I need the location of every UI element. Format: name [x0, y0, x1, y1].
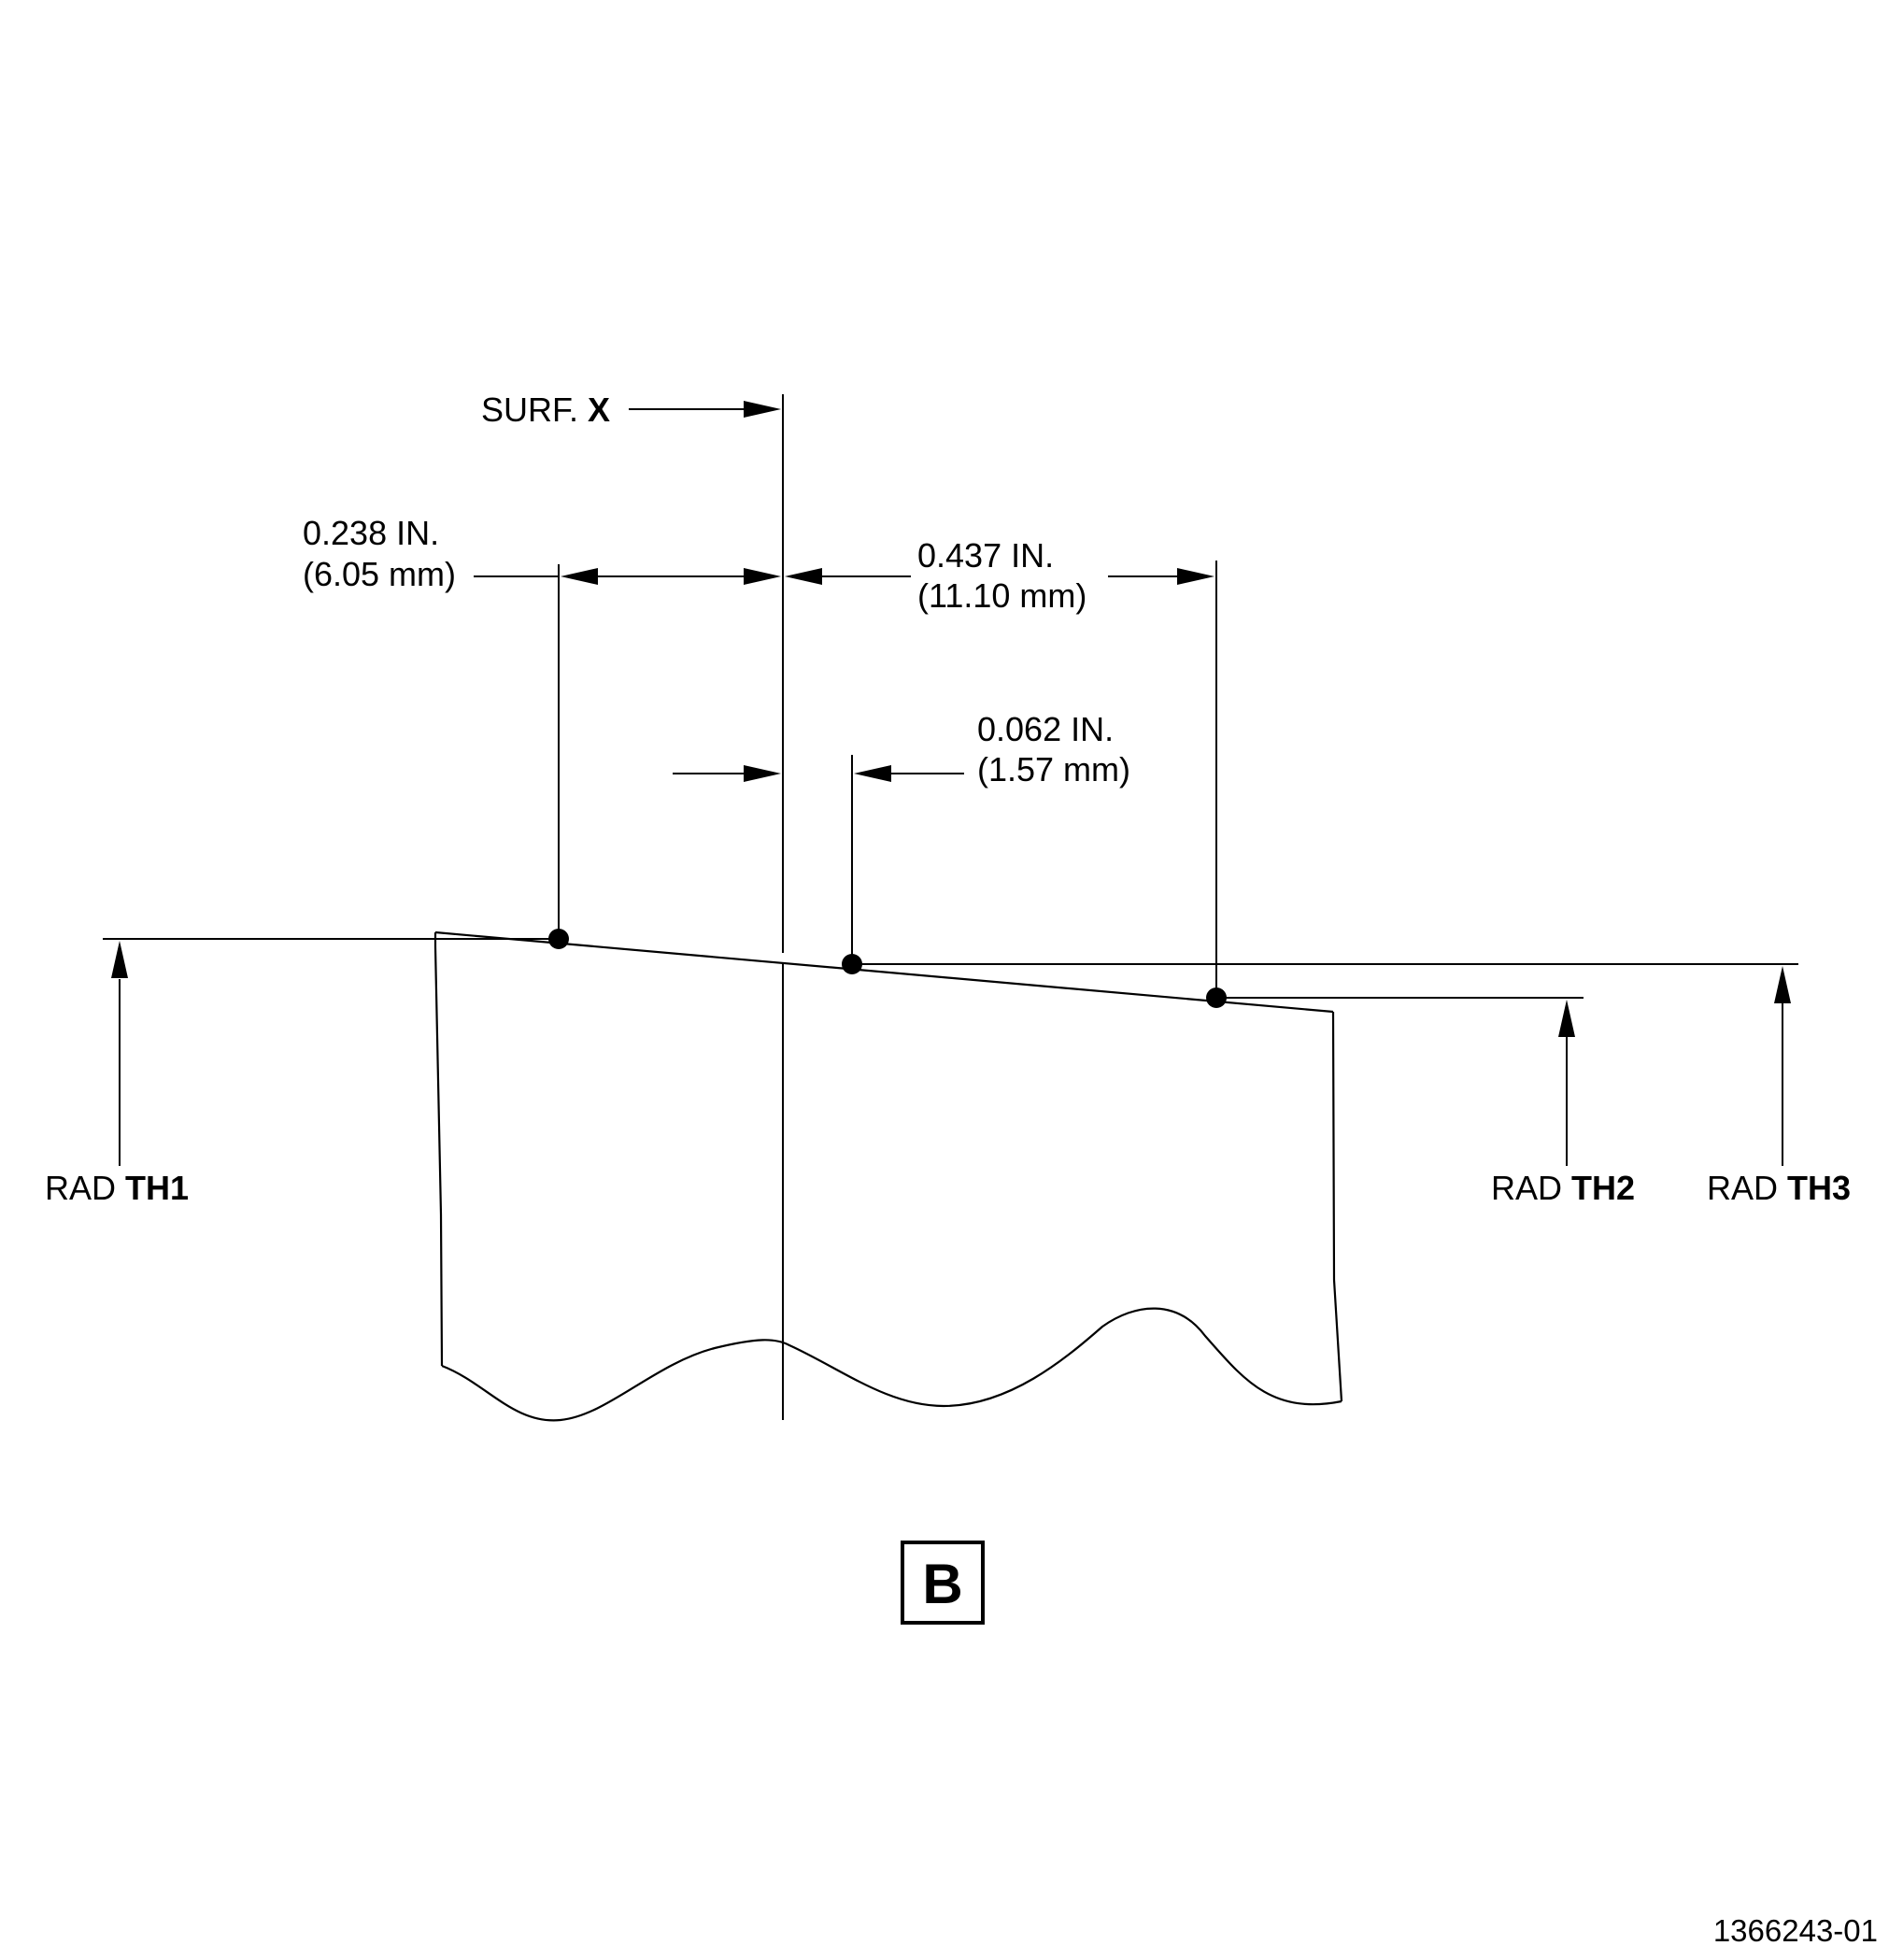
dim-0062-mm-label: (1.57 mm): [977, 750, 1130, 788]
view-label-box: B: [901, 1541, 985, 1625]
rad-th1-leader: [103, 938, 559, 1166]
part-outline: [433, 930, 1343, 1422]
rad-th1-label: RAD TH1: [45, 1169, 189, 1207]
surface-x-leader: [629, 401, 781, 418]
view-letter: B: [922, 1553, 962, 1615]
dim-0437-mm-label: (11.10 mm): [917, 576, 1087, 615]
rad-th3-label: RAD TH3: [1707, 1169, 1851, 1207]
rad-th2-leader: [1216, 997, 1584, 1166]
rad-th2-label: RAD TH2: [1491, 1169, 1635, 1207]
part-break-line: [441, 1307, 1342, 1422]
rad-th3-leader: [852, 963, 1798, 1166]
dim-0238-in-label: 0.238 IN.: [303, 514, 439, 552]
dim-0062-in-label: 0.062 IN.: [977, 710, 1114, 748]
dim-0238-mm-label: (6.05 mm): [303, 555, 456, 593]
dimension-0238: [474, 564, 781, 939]
dimension-0437: [785, 561, 1217, 998]
surface-x-label: SURF. X: [481, 391, 610, 429]
dimension-0062: [673, 755, 964, 964]
part-left-edge: [433, 932, 444, 1367]
dim-0437-in-label: 0.437 IN.: [917, 536, 1054, 575]
part-right-edge: [1331, 1011, 1343, 1402]
part-top-edge: [434, 930, 1334, 1014]
figure-id: 1366243-01: [1713, 1913, 1878, 1948]
